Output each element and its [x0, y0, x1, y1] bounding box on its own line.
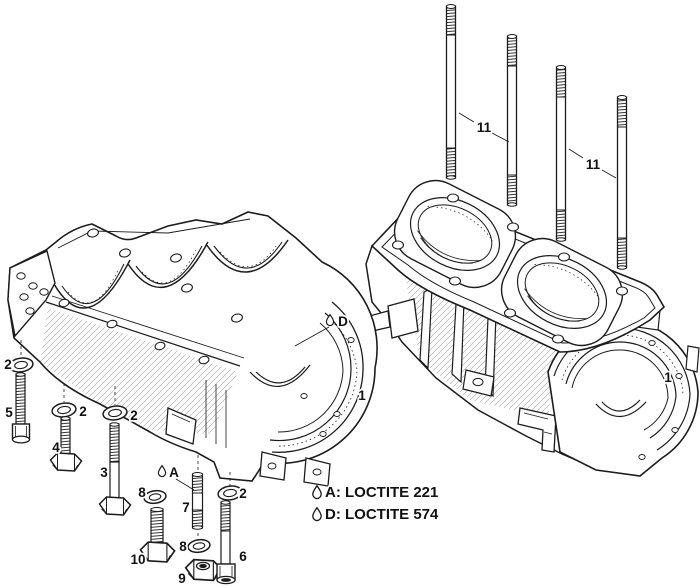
callout-washer-2-d: 2	[239, 486, 247, 501]
stud-11	[555, 65, 567, 242]
leader-11b	[568, 148, 617, 179]
hex-bolt-4	[49, 416, 83, 472]
cylinder-bore-1	[393, 179, 517, 289]
washer-8	[142, 488, 168, 506]
nut-9	[184, 558, 223, 582]
bell-band-hole	[648, 340, 656, 346]
cylinder-bore-2	[500, 237, 624, 347]
crank-bearing-saddles	[53, 239, 289, 309]
note-loctite-a: A: LOCTITE 221	[325, 484, 438, 501]
fasteners	[7, 340, 244, 585]
loctite-droplet-icon	[157, 465, 167, 478]
callout-stud-7: 7	[182, 500, 190, 515]
callout-marker-d: D	[338, 314, 348, 329]
socket-bolt-5	[11, 372, 31, 444]
bell-band-hole	[671, 427, 679, 433]
note-loctite-b: D: LOCTITE 574	[325, 506, 439, 523]
callout-case-left: 1	[358, 388, 366, 403]
callout-washer-2-c: 2	[130, 408, 138, 423]
left-bell-housing	[249, 301, 364, 453]
callout-nut-9: 9	[178, 571, 186, 586]
callout-marker-a: A	[169, 465, 179, 480]
callout-bolt-5: 5	[5, 405, 13, 420]
washer-8	[186, 537, 212, 555]
stud-11	[616, 95, 628, 270]
callout-studs-11-a: 11	[477, 120, 492, 135]
right-flange-holes	[391, 193, 629, 344]
bell-band-hole	[300, 393, 308, 399]
bell-band-hole	[347, 337, 355, 343]
socket-bolt-6	[216, 500, 236, 585]
bell-right-tab	[685, 345, 700, 373]
right-crankcase-half	[341, 179, 700, 477]
callout-labels: 2 5 2 4 2 3 8 7 2 10 8 9 6 1 1 11 11 A D	[2, 118, 674, 588]
bell-band-hole	[675, 373, 683, 379]
callout-washer-8-b: 8	[179, 539, 187, 554]
loctite-notes: A: LOCTITE 221 D: LOCTITE 574	[312, 483, 441, 525]
leader-a	[175, 478, 195, 491]
callout-washer-2-b: 2	[79, 404, 87, 419]
left-flange-holes	[58, 228, 243, 365]
cylinder-studs	[445, 4, 628, 270]
callout-bolt-4: 4	[52, 440, 60, 455]
washer-2	[50, 400, 78, 420]
loctite-droplet-icon	[312, 485, 322, 500]
loctite-droplet-icon	[312, 507, 322, 522]
leader-lines	[175, 112, 617, 491]
bell-band-hole	[319, 431, 327, 437]
bell-bearing-bore	[249, 364, 311, 387]
washer-2	[7, 355, 35, 375]
left-case-shading	[40, 308, 238, 434]
hex-bolt-3	[98, 422, 132, 516]
stud-11	[445, 4, 457, 180]
callout-studs-11-b: 11	[586, 157, 601, 172]
callout-bolt-6: 6	[239, 549, 247, 564]
bell-band-hole	[333, 411, 341, 417]
leader-d	[294, 326, 330, 347]
hex-bolt-10	[139, 507, 176, 563]
assembly-axis-lines	[20, 340, 231, 541]
callout-washer-8-a: 8	[138, 485, 146, 500]
leader-11a	[458, 112, 510, 143]
stud-7	[191, 472, 204, 530]
left-case-lug-plate	[7, 250, 56, 338]
callout-bolt-10: 10	[130, 552, 145, 567]
bell-bearing-bore	[595, 399, 647, 418]
right-case-shading	[404, 270, 556, 418]
bell-band-hole	[638, 454, 646, 460]
left-crankcase-half	[7, 211, 378, 487]
left-case-bracket	[165, 407, 197, 445]
callout-washer-2-a: 2	[4, 357, 12, 372]
foot-boss-hole	[472, 377, 484, 387]
stud-11	[506, 34, 518, 207]
callout-bolt-3: 3	[100, 465, 108, 480]
right-case-boss	[387, 298, 419, 339]
callout-case-right: 1	[664, 370, 672, 385]
